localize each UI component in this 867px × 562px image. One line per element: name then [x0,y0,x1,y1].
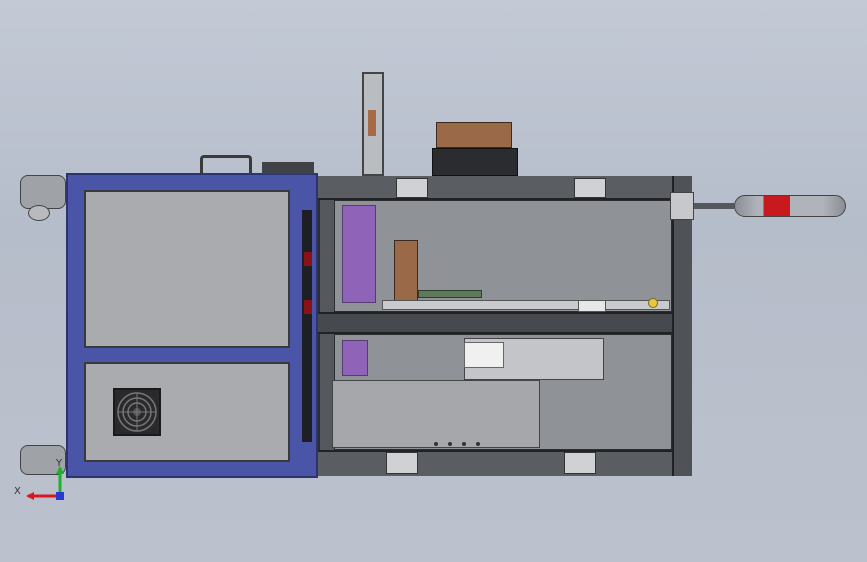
cooling-fan-icon [113,388,161,436]
frame-top-rail [318,176,692,200]
cabinet-handle [200,155,252,173]
cabinet-upper-panel [84,190,290,348]
rail-bracket-4 [564,452,596,474]
top-module-box [436,122,512,148]
rail-bracket-2 [574,178,606,198]
signal-tower [734,195,846,217]
green-rail [418,290,482,298]
slide-carriage [578,300,606,312]
frame-bottom-rail [318,450,692,476]
tower-stem [694,203,734,209]
coordinate-triad-icon [14,462,74,506]
caster-hub-top [28,205,50,221]
linear-slide [382,300,670,310]
tower-mount-bracket [670,192,694,220]
cabinet-edge-strip [302,210,312,442]
rail-bracket-3 [386,452,418,474]
cabinet-top-block [262,162,314,174]
frame-interior-upper [334,200,672,312]
triad-y-label: Y [56,458,63,469]
rail-bracket-1 [396,178,428,198]
red-indicator-upper [304,252,312,266]
lower-mechanism-plate [332,380,540,448]
frame-middle-rail [318,312,692,334]
lower-white-plate [464,342,504,368]
red-indicator-lower [304,300,312,314]
top-module-base [432,148,518,176]
yellow-sensor [648,298,658,308]
caster-wheel-top [20,175,66,209]
purple-assembly-lower [342,340,368,376]
triad-x-label: X [14,486,21,497]
copper-block [394,240,418,304]
mount-holes [430,440,490,448]
purple-assembly-upper [342,205,376,303]
frame-right-upright [672,176,692,476]
post-copper-pad [368,110,376,136]
